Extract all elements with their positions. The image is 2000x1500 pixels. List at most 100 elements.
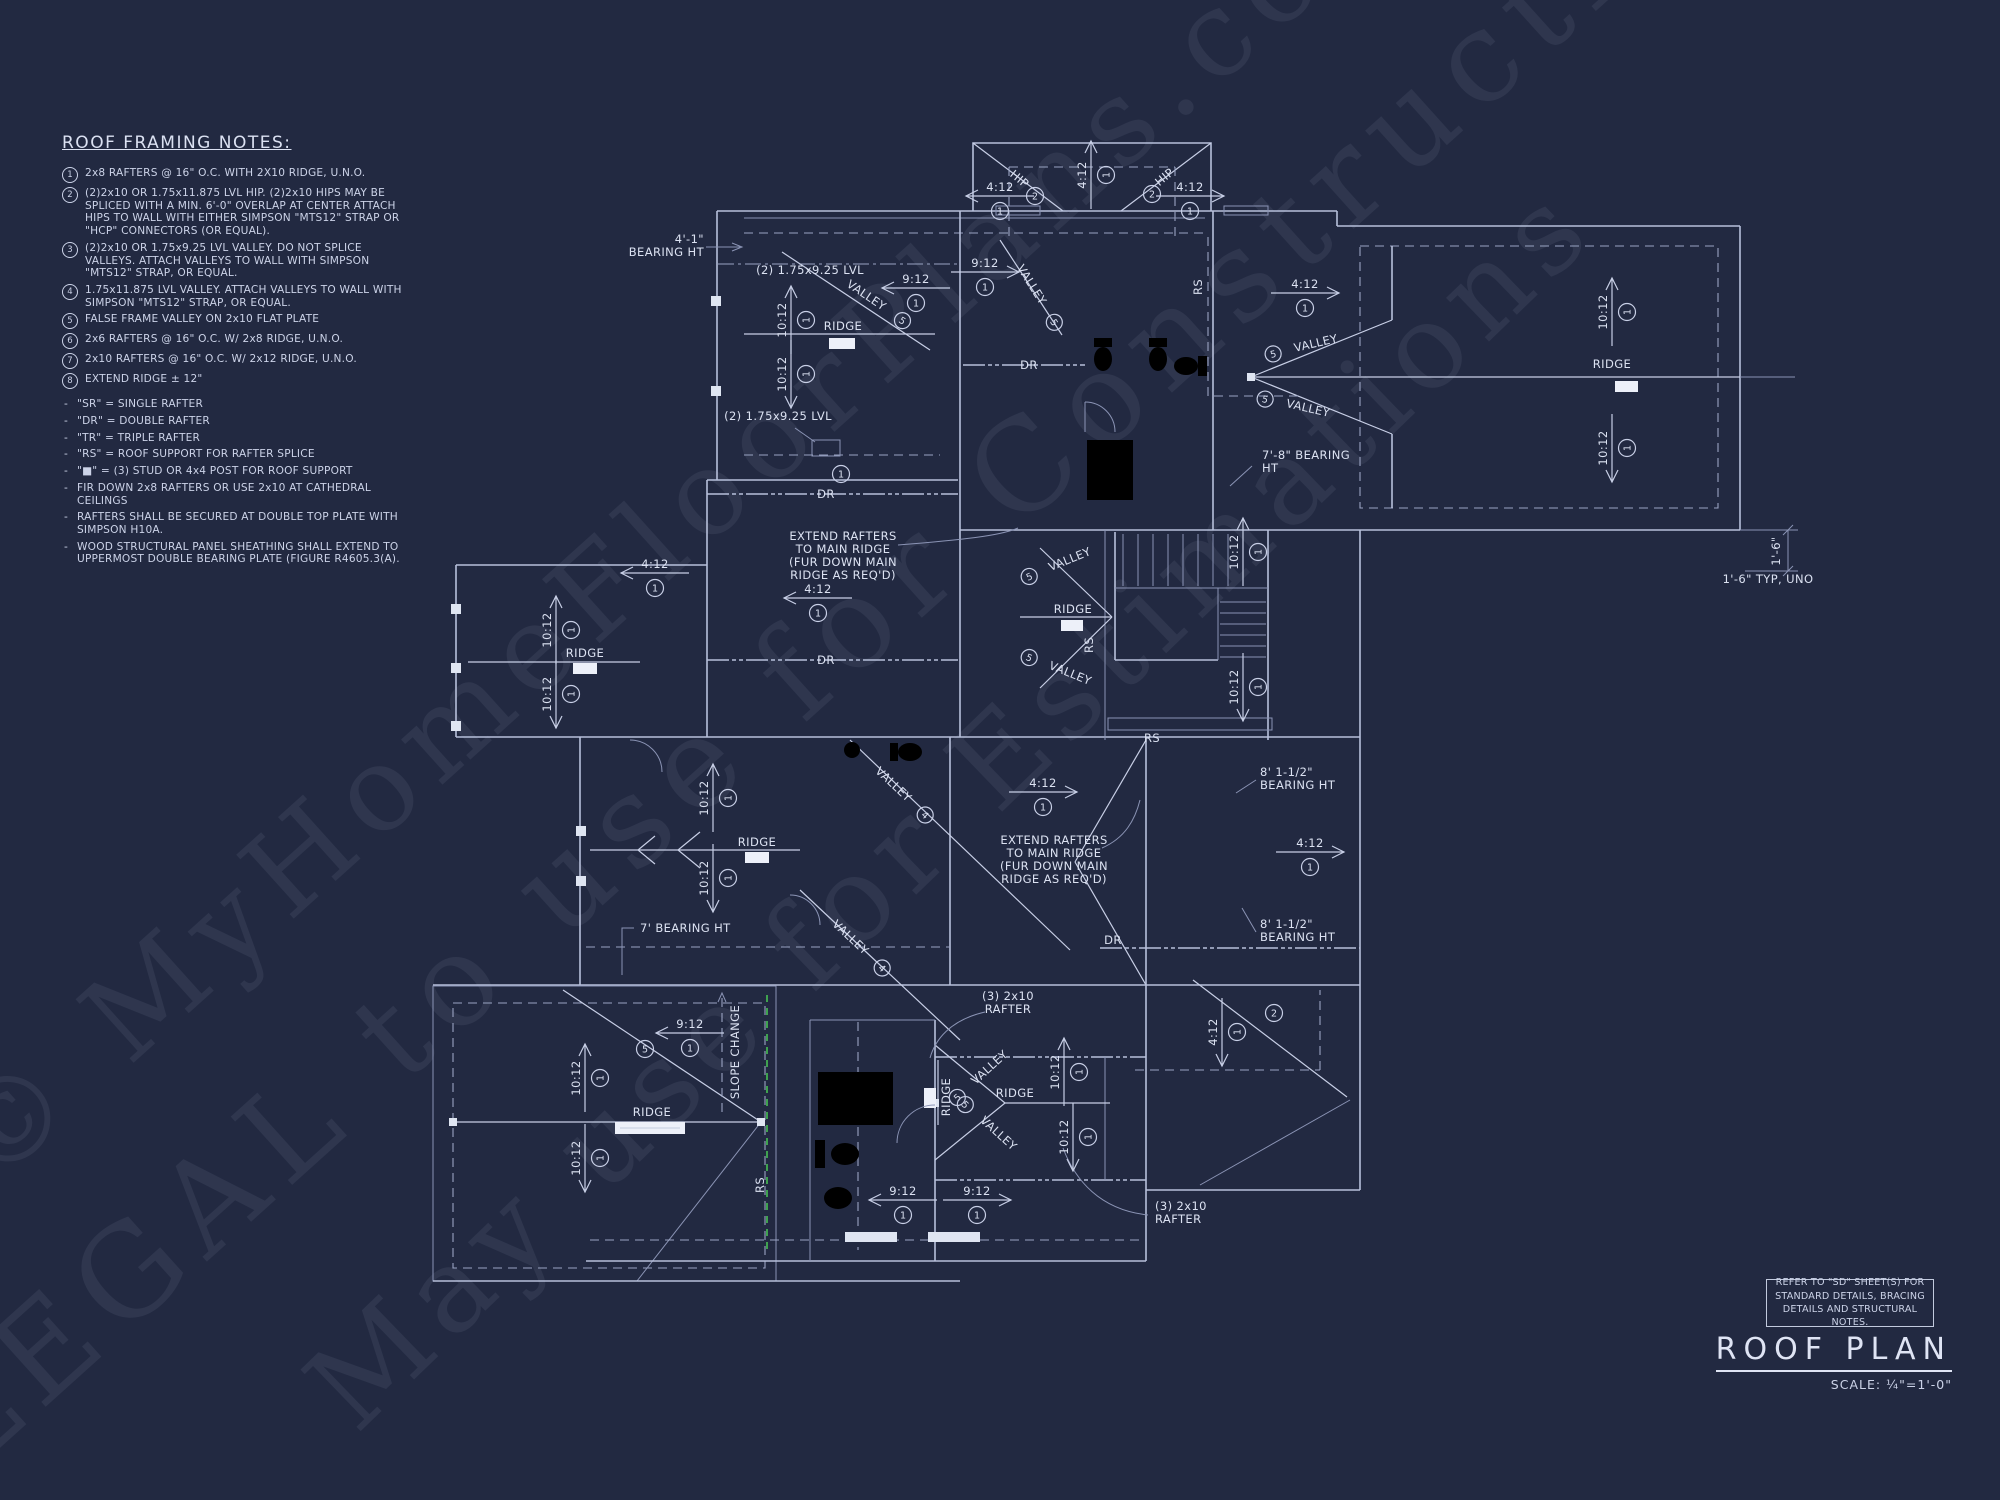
svg-text:VALLEY: VALLEY <box>977 1113 1020 1154</box>
svg-text:DR: DR <box>1020 358 1038 372</box>
svg-text:1: 1 <box>1084 1134 1095 1140</box>
keynote-circle: 2 <box>1264 1003 1284 1023</box>
note-text: EXTEND RIDGE ± 12" <box>85 373 203 386</box>
svg-text:4'-1"BEARING HT: 4'-1"BEARING HT <box>629 232 705 259</box>
text-label: RIDGE <box>1054 602 1092 616</box>
svg-text:1: 1 <box>567 691 578 697</box>
svg-text:7' BEARING HT: 7' BEARING HT <box>640 921 731 935</box>
svg-text:1: 1 <box>567 627 578 633</box>
note-item: 2(2)2x10 OR 1.75x11.875 LVL HIP. (2)2x10… <box>62 187 404 238</box>
svg-text:1: 1 <box>1075 1069 1086 1075</box>
svg-text:1: 1 <box>982 283 988 294</box>
svg-text:10:12: 10:12 <box>569 1140 583 1175</box>
svg-text:1: 1 <box>1254 684 1265 690</box>
svg-text:1: 1 <box>900 1211 906 1222</box>
svg-text:4:12: 4:12 <box>1176 180 1203 194</box>
text-label: 8' 1-1/2"BEARING HT <box>1260 765 1335 792</box>
svg-text:5: 5 <box>1269 349 1277 361</box>
text-label: RS <box>1144 731 1160 745</box>
note-dash-item: -"■" = (3) STUD OR 4x4 POST FOR ROOF SUP… <box>63 465 353 478</box>
svg-text:10:12: 10:12 <box>775 356 789 391</box>
svg-text:1: 1 <box>1187 207 1193 218</box>
svg-text:SLOPE CHANGE: SLOPE CHANGE <box>728 1005 742 1099</box>
svg-text:4: 4 <box>876 963 888 975</box>
svg-text:10:12: 10:12 <box>697 860 711 895</box>
slope-label: 9:121 <box>654 1017 724 1058</box>
svg-text:4: 4 <box>919 810 931 822</box>
svg-text:1: 1 <box>596 1075 607 1081</box>
svg-text:1: 1 <box>1040 803 1046 814</box>
svg-text:4:12: 4:12 <box>986 180 1013 194</box>
slope-label: 4:12 1 <box>1156 180 1226 221</box>
text-label: (2) 1.75x9.25 LVL <box>724 409 832 423</box>
svg-text:5: 5 <box>1025 571 1035 583</box>
note-dash-item: -FIR DOWN 2x8 RAFTERS OR USE 2x10 AT CAT… <box>62 482 404 507</box>
svg-text:RIDGE: RIDGE <box>633 1105 671 1119</box>
text-label: DR <box>817 487 834 501</box>
note-text: 2x6 RAFTERS @ 16" O.C. W/ 2x8 RIDGE, U.N… <box>85 333 344 346</box>
svg-text:4:12: 4:12 <box>1029 776 1056 790</box>
svg-text:1: 1 <box>838 470 844 481</box>
svg-text:1: 1 <box>1233 1029 1244 1035</box>
slope-label: 4:121 <box>1271 277 1341 318</box>
slope-label: 4:12 1 <box>1009 776 1079 817</box>
svg-text:1: 1 <box>652 584 658 595</box>
svg-text:10:12: 10:12 <box>697 780 711 815</box>
roof-geometry <box>432 142 1798 1282</box>
svg-text:10:12: 10:12 <box>540 612 554 647</box>
svg-text:2: 2 <box>1149 190 1155 201</box>
svg-text:1: 1 <box>802 317 813 323</box>
svg-text:RS: RS <box>1144 731 1160 745</box>
reference-note-line: REFER TO "SD" SHEET(S) FOR <box>1775 1277 1925 1289</box>
slope-label: 4:121 <box>619 557 689 598</box>
svg-text:RS: RS <box>753 1177 767 1193</box>
slope-label: 10:12 1 <box>1227 653 1268 723</box>
text-label: RIDGE <box>633 1105 671 1119</box>
slope-label: 4:121 <box>1276 836 1346 877</box>
svg-text:1: 1 <box>913 299 919 310</box>
note-text: (2)2x10 OR 1.75x9.25 LVL VALLEY. DO NOT … <box>85 241 370 280</box>
svg-text:5: 5 <box>642 1045 648 1056</box>
note-dash-item: -"TR" = TRIPLE RAFTER <box>63 431 201 444</box>
svg-text:1: 1 <box>1102 172 1113 178</box>
svg-text:9:12: 9:12 <box>963 1184 990 1198</box>
svg-text:10:12: 10:12 <box>1227 669 1241 704</box>
slope-label: 9:121 <box>880 272 950 313</box>
svg-text:VALLEY: VALLEY <box>873 764 916 805</box>
svg-text:1: 1 <box>1623 309 1634 315</box>
note-dash-item: -RAFTERS SHALL BE SECURED AT DOUBLE TOP … <box>62 511 404 536</box>
svg-text:5: 5 <box>1261 394 1269 406</box>
reference-note-line: DETAILS AND STRUCTURAL NOTES. <box>1782 1304 1918 1329</box>
note-number-icon: 1 <box>62 167 78 183</box>
keynote-circle: 5 <box>635 1039 655 1059</box>
plumbing-fixtures <box>629 338 1207 1209</box>
svg-text:VALLEY: VALLEY <box>830 917 873 958</box>
svg-text:5: 5 <box>952 1092 964 1104</box>
svg-text:RS: RS <box>1191 279 1205 295</box>
sheet-scale: SCALE: ¼"=1'-0" <box>1830 1377 1952 1392</box>
text-label: RIDGE <box>939 1078 953 1116</box>
text-label: RIDGE <box>824 319 862 333</box>
text-label: DR <box>1020 358 1038 372</box>
